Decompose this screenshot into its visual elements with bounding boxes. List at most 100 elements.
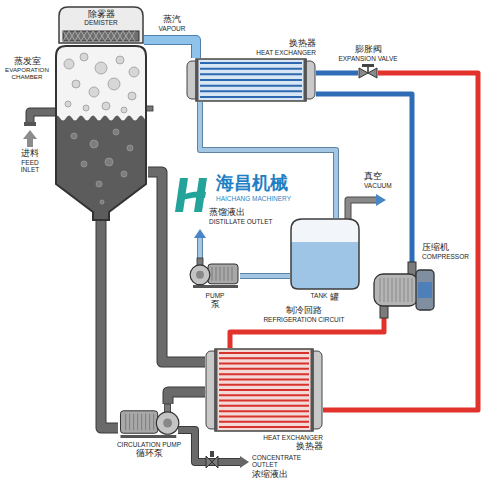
component-label: 罐: [330, 292, 339, 302]
evaporation-chamber-shape: [71, 133, 77, 139]
evaporation-chamber-shape: [128, 92, 136, 100]
heat-exchanger-shape: [200, 68, 302, 70]
evaporation-chamber: 蒸发室EVAPORATION CHAMBER: [54, 44, 148, 220]
pump-shape: [220, 267, 221, 281]
compressor: 压缩机COMPRESSOR: [372, 262, 436, 318]
heat-exchanger-shape: [219, 421, 309, 423]
concentrate-outlet-pipe: [178, 430, 240, 462]
heat-exchanger-shape: [197, 59, 305, 101]
circulation-pump-shape: [129, 414, 130, 430]
demister-shape: [123, 31, 129, 41]
heat-exchanger-shape: [219, 368, 309, 370]
component-label: TANK: [311, 292, 328, 302]
evaporation-chamber-shape: [54, 53, 150, 220]
circulation-pump-shape: [120, 404, 178, 438]
demister-shape: [75, 31, 81, 41]
demister-shape: [105, 31, 111, 41]
distillate-outlet-pipe: [194, 229, 206, 238]
pipe-connector: [240, 276, 290, 277]
pipe-connector: [144, 40, 196, 58]
pump-shape: [208, 264, 238, 284]
pipe-connector: [200, 102, 336, 218]
heat-exchanger-shape: [215, 349, 313, 431]
feed-inlet-arrow: [23, 130, 37, 147]
pipe-connector: [240, 274, 290, 278]
pump: PUMP泵: [190, 258, 240, 288]
heat-exchanger-shape: [219, 389, 309, 391]
callout-label: 真空: [364, 171, 382, 181]
heat-exchanger-shape: [219, 394, 309, 396]
circulation-pump-shape: [141, 414, 142, 430]
compressor-shape: [408, 278, 409, 302]
expansion-valve-shape: [362, 64, 374, 67]
demister-shape: [87, 31, 93, 41]
heat-exchanger-shape: [219, 363, 309, 365]
component-label: 压缩机: [422, 242, 474, 252]
distillate-outlet-pipe: [197, 238, 203, 260]
demister-shape: [59, 7, 143, 43]
compressor-shape: [412, 278, 413, 302]
compressor-shape: [384, 278, 385, 302]
callout-label: CONCENTRATE OUTLET: [252, 454, 308, 469]
feed-inlet-arrow: [23, 130, 37, 147]
evaporation-chamber-shape: [108, 78, 120, 90]
demister-shape: [81, 31, 87, 41]
evaporation-chamber-shape: [89, 87, 99, 97]
heat-exchanger-shape: [219, 378, 309, 380]
demister: 除雾器DEMISTER: [58, 6, 144, 44]
compressor-shape: [392, 278, 393, 302]
heat-exchanger-shape: [200, 79, 302, 81]
heat-exchanger-shape: [219, 400, 309, 402]
concentrate-outlet-pipe: [178, 430, 249, 468]
evaporation-chamber-shape: [54, 116, 150, 221]
component-label: HEAT EXCHANGER: [196, 49, 316, 56]
component-label: DEMISTER: [58, 19, 144, 26]
component-label: 除雾器: [58, 9, 144, 19]
pump-shape: [193, 285, 238, 288]
vacuum-pipe: [348, 200, 376, 220]
compressor-shape: [380, 278, 381, 302]
heat-exchanger-shape: [205, 348, 323, 432]
circulation-pump-shape: [133, 414, 134, 430]
demister-shape: [111, 31, 117, 41]
pipe-connector: [168, 392, 205, 404]
distillate-outlet-pipe: [198, 238, 202, 260]
evaporation-chamber-shape: [54, 44, 148, 220]
compressor-shape: [400, 278, 401, 302]
evaporation-chamber-shape: [65, 101, 71, 107]
pipe-connector: [101, 220, 118, 428]
pipe-connector: [168, 392, 205, 404]
callout-label: 蒸馏液出: [209, 207, 245, 217]
pipe-connector: [144, 40, 196, 58]
concentrate-outlet-pipe: [178, 430, 240, 462]
component-label: PUMP: [185, 292, 245, 299]
component-label: EXPANSION VALVE: [318, 55, 418, 62]
circulation-pump-shape: [156, 412, 178, 434]
evaporation-chamber-shape: [56, 46, 146, 220]
evaporation-chamber-shape: [72, 80, 80, 88]
evaporation-chamber-shape: [129, 67, 139, 77]
pipe-connector: [168, 392, 205, 404]
pump-shape: [228, 267, 229, 281]
callout-label: DISTILLATE OUTLET: [209, 218, 272, 225]
heat-exchanger-shape: [219, 415, 309, 417]
evaporation-chamber-shape: [116, 56, 124, 64]
evaporation-chamber-shape: [95, 62, 107, 74]
feed-inlet-pipe: [24, 112, 58, 126]
component-label: 换热器: [223, 441, 323, 451]
demister-shape: [69, 31, 75, 41]
callout-label: 蒸汽: [150, 14, 194, 24]
circulation-pump-shape: [125, 414, 126, 430]
watermark-text: 海昌机械: [216, 173, 288, 194]
compressor-shape: [416, 270, 434, 310]
heat-exchanger-shape: [200, 96, 302, 98]
heat-exchanger-shape: [216, 349, 312, 431]
heat-exchanger-shape: [200, 90, 302, 92]
tank-shape: [290, 218, 360, 290]
pipe-connector: [144, 40, 196, 58]
heat-exchanger-shape: [219, 352, 309, 354]
component-label: 循环泵: [111, 448, 187, 458]
callout-label: REFRIGERATION CIRCUIT: [254, 316, 354, 323]
evaporation-chamber-shape: [127, 145, 133, 151]
evaporation-chamber-shape: [96, 181, 102, 187]
